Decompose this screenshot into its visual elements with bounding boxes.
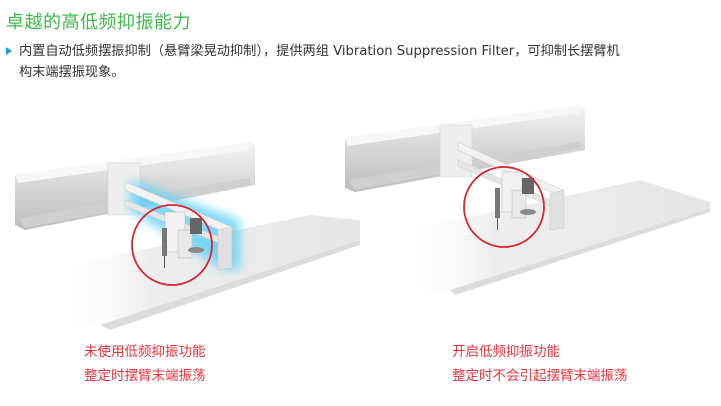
- triangle-right-icon: [6, 47, 12, 55]
- highlight-circle: [463, 166, 545, 248]
- bullet-text: 内置自动低频摆振抑制（悬臂梁晃动抑制），提供两组 Vibration Suppr…: [19, 44, 620, 80]
- caption-with-suppression: 开启低频抑振功能 整定时不会引起摆臂末端振荡: [452, 344, 628, 384]
- gantry-illustration-with-suppression: [345, 105, 710, 295]
- section-heading: 卓越的高低频抑振能力: [6, 12, 191, 33]
- highlight-circle: [131, 204, 213, 286]
- caption-without-suppression: 未使用低频抑振功能 整定时摆臂末端振荡: [84, 344, 206, 384]
- gantry-illustration-without-suppression: [15, 142, 360, 330]
- bullet-item: 内置自动低频摆振抑制（悬臂梁晃动抑制），提供两组 Vibration Suppr…: [6, 41, 706, 83]
